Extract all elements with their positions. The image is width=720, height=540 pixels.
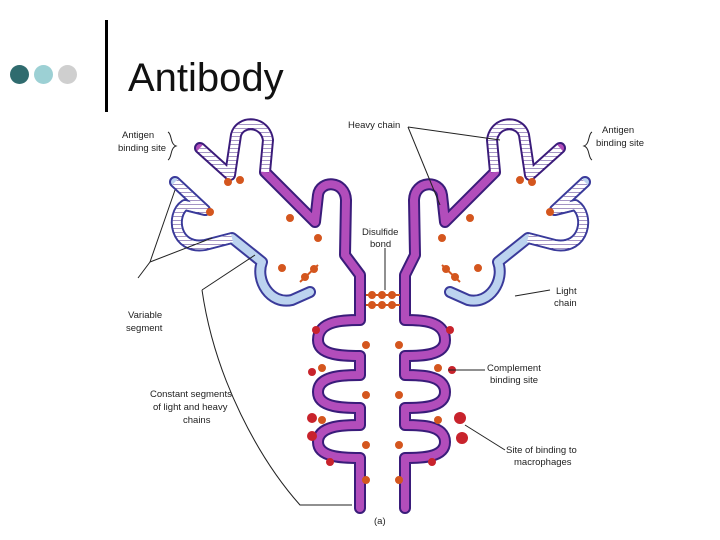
label-macrophage-site: Site of binding to macrophages [506, 445, 579, 468]
label-antigen-site-left: Antigen binding site [118, 130, 166, 154]
label-complement-site: Complement binding site [487, 363, 544, 386]
disulfide-bonds [206, 176, 554, 484]
bullet-dot-grey [58, 65, 77, 84]
label-antigen-site-right: Antigen binding site [596, 125, 644, 149]
label-variable-segment: Variable segment [126, 310, 165, 334]
label-disulfide-bond: Disulfide bond [362, 227, 401, 250]
binding-site-markers [307, 326, 468, 466]
label-heavy-chain: Heavy chain [348, 120, 400, 131]
leader-lines [137, 126, 593, 506]
variable-region-heavy-left [197, 120, 272, 179]
label-constant-segments: Constant segments of light and heavy cha… [150, 389, 235, 426]
slide-title: Antibody [128, 56, 284, 100]
title-divider [105, 20, 108, 112]
label-panel-a: (a) [374, 516, 386, 527]
bullet-dot-dark [10, 65, 29, 84]
label-light-chain: Light chain [554, 286, 579, 309]
bullet-dot-light [34, 65, 53, 84]
